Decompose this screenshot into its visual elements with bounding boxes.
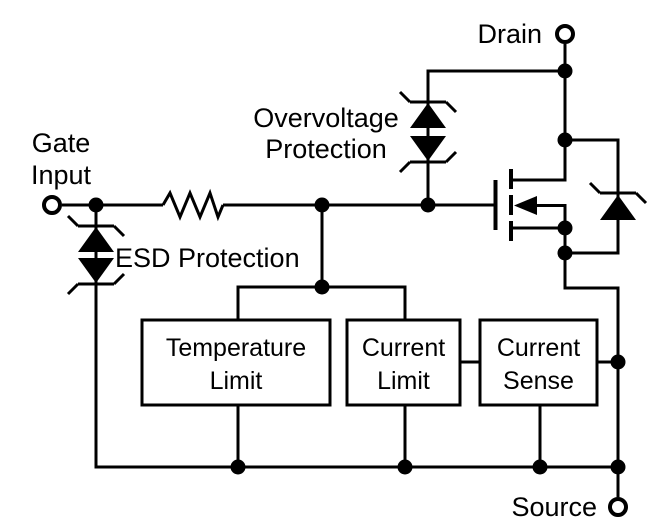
- drain-source-clamp-diode: [588, 181, 648, 220]
- terminals: [42, 24, 628, 517]
- junction-dot: [557, 63, 573, 79]
- resistor-zigzag: [161, 188, 225, 222]
- junction-dot: [557, 132, 573, 148]
- current-limit-label-line1: Current: [362, 334, 445, 362]
- junction-dot: [397, 459, 413, 475]
- junction-dot: [610, 354, 626, 370]
- current-limit-block: Current Limit: [345, 318, 462, 407]
- current-sense-label-line2: Sense: [503, 367, 574, 395]
- ovp-bottom-cathode-bar: [398, 150, 458, 174]
- junction-dot: [420, 197, 436, 213]
- esd-bottom-cathode-bar: [66, 272, 126, 296]
- drain-label: Drain: [477, 19, 542, 49]
- junction-dot: [314, 279, 330, 295]
- mosfet-body-arrow: [514, 196, 537, 215]
- esd-protection-diodes: [66, 214, 126, 296]
- esd-top-cathode-bar: [66, 214, 126, 238]
- clamp-branch-wire: [565, 138, 620, 255]
- clamp-diode-triangle: [600, 195, 636, 220]
- current-limit-box: [345, 318, 462, 407]
- esd-protection-label: ESD Protection: [115, 243, 300, 273]
- power-mosfet: [493, 169, 537, 241]
- temperature-limit-box: [140, 318, 332, 407]
- current-sense-box: [478, 318, 599, 407]
- drain-vertical-and-drain-lead: [511, 44, 567, 182]
- overvoltage-protection-diodes: [398, 90, 458, 174]
- source-lead-and-jog-wire: [511, 226, 620, 467]
- junction-dot: [557, 245, 573, 261]
- overvoltage-label-line1: Overvoltage: [253, 103, 399, 133]
- gate-input-label-line2: Input: [31, 160, 92, 190]
- junction-dots: [88, 63, 626, 475]
- drain-terminal: [555, 24, 575, 44]
- junction-dot: [557, 220, 573, 236]
- junction-dot: [314, 197, 330, 213]
- ovp-top-diode-triangle: [410, 103, 446, 128]
- current-sense-block: Current Sense: [478, 318, 599, 407]
- junction-dot: [610, 459, 626, 475]
- temperature-limit-label-line2: Limit: [210, 367, 263, 395]
- overvoltage-label-line2: Protection: [265, 134, 387, 164]
- gate-resistor: [161, 188, 225, 222]
- source-label: Source: [511, 492, 597, 522]
- current-limit-label-line2: Limit: [377, 367, 430, 395]
- clamp-cathode-bar: [588, 181, 648, 205]
- esd-top-diode-triangle: [78, 227, 114, 252]
- esd-branch-and-source-rail: [94, 205, 618, 469]
- current-sense-label-line1: Current: [497, 334, 580, 362]
- temperature-limit-block: Temperature Limit: [140, 318, 332, 407]
- gate-input-label-line1: Gate: [32, 128, 91, 158]
- junction-dot: [88, 197, 104, 213]
- junction-dot: [230, 459, 246, 475]
- esd-bottom-diode-triangle: [78, 258, 114, 283]
- ovp-bottom-diode-triangle: [410, 136, 446, 161]
- temperature-limit-label-line1: Temperature: [166, 334, 306, 362]
- labels: Gate Input Drain Source Overvoltage Prot…: [31, 19, 597, 522]
- gate-terminal: [42, 195, 62, 215]
- junction-dot: [532, 459, 548, 475]
- ovp-top-cathode-bar: [398, 90, 458, 114]
- source-terminal: [608, 497, 628, 517]
